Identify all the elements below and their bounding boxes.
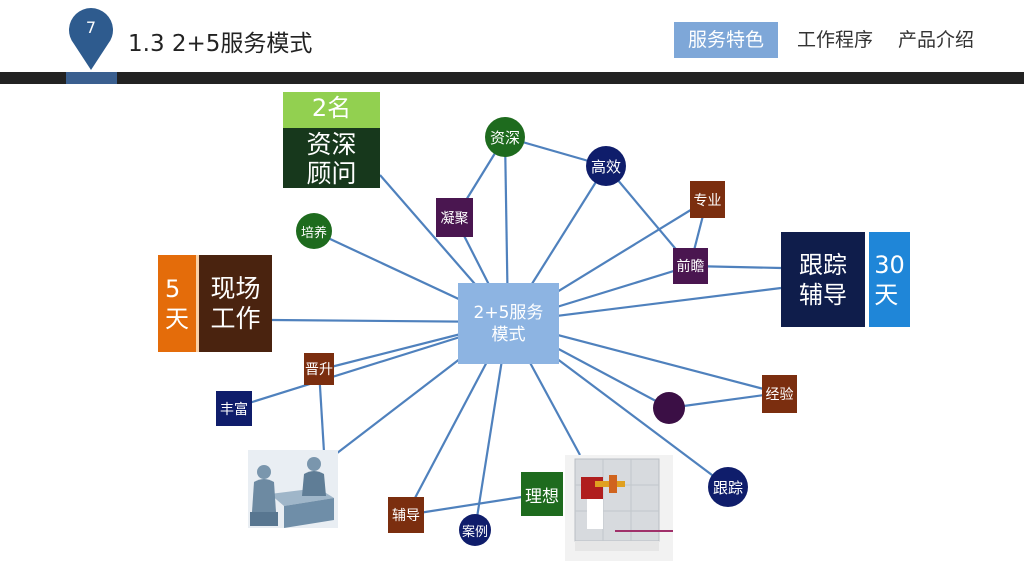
node-fudao: 辅导 (388, 497, 424, 533)
node-jingyan: 经验 (762, 375, 797, 413)
box-senior-advisors: 2名 资深 顾问 (283, 92, 380, 188)
node-qianzhan: 前瞻 (673, 248, 708, 284)
node-jinsheng: 晋升 (304, 353, 334, 385)
node-zishen: 资深 (485, 117, 525, 157)
box-tracking-line-2: 辅导 (799, 280, 847, 309)
box-advisor-label: 资深 顾问 (283, 125, 380, 188)
center-line-2: 模式 (491, 324, 526, 345)
box-advisor-line-2: 顾问 (306, 159, 357, 188)
node-genzong: 跟踪 (708, 467, 748, 507)
center-line-1: 2+5服务 (473, 302, 544, 323)
box-advisor-count: 2名 (283, 92, 380, 125)
tab-service-features[interactable]: 服务特色 (674, 22, 779, 58)
page-number-pin-icon (69, 8, 113, 70)
box-tracking-label: 跟踪辅导 (781, 232, 869, 327)
box-onsite-line-2: 工作 (210, 303, 261, 333)
node-purple-dot (653, 392, 685, 424)
node-peiyang: 培养 (296, 213, 332, 249)
box-tracking-days-unit: 天 (874, 280, 899, 309)
puzzle-image (565, 455, 673, 561)
box-tracking-line-1: 跟踪 (799, 250, 847, 279)
node-lixiang: 理想 (521, 472, 563, 516)
tab-product-intro[interactable]: 产品介绍 (898, 29, 975, 51)
box-advisor-line-1: 资深 (306, 130, 357, 159)
page-number: 7 (85, 18, 97, 37)
node-ningju: 凝聚 (436, 198, 473, 237)
center-node: 2+5服务 模式 (458, 283, 559, 364)
page-title: 1.3 2+5服务模式 (128, 31, 313, 57)
box-onsite-line-1: 现场 (210, 273, 261, 303)
tab-work-process[interactable]: 工作程序 (797, 29, 874, 51)
box-onsite-days-num: 5 (165, 274, 181, 303)
box-onsite-label: 现场工作 (199, 255, 272, 352)
node-zhuanye: 专业 (690, 181, 725, 218)
node-fengfu: 丰富 (216, 391, 252, 426)
header-divider-accent (66, 72, 117, 84)
node-anli: 案例 (459, 514, 491, 546)
header-divider (0, 72, 1024, 84)
box-tracking-days-num: 30 (874, 250, 905, 279)
node-gaoxiao: 高效 (586, 146, 626, 186)
meeting-figures-image (248, 450, 338, 528)
box-onsite-days-unit: 天 (165, 304, 189, 333)
